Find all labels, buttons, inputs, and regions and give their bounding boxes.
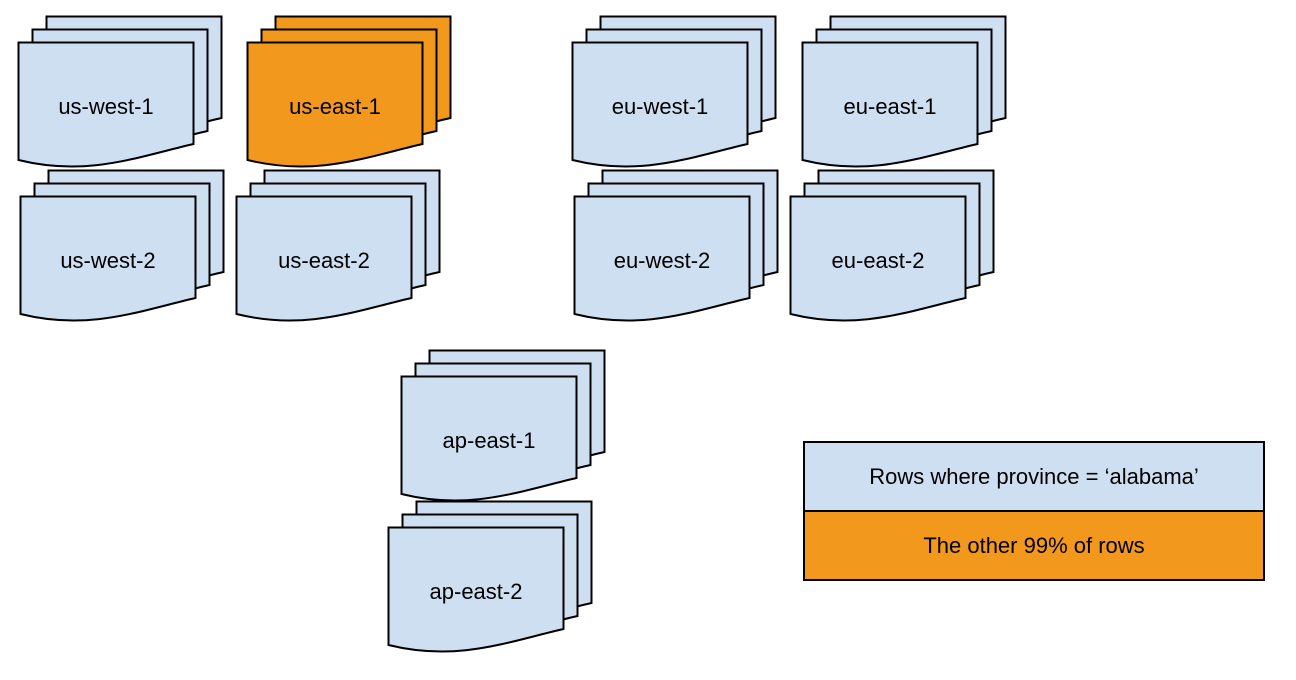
document-page-icon — [571, 41, 749, 168]
region-stack-us-east-2: us-east-2 — [235, 169, 441, 331]
region-label: us-west-1 — [58, 94, 154, 119]
region-stack-eu-west-2: eu-west-2 — [573, 169, 779, 331]
region-label: eu-west-2 — [613, 248, 711, 273]
document-page-icon — [801, 41, 979, 168]
document-page-icon — [19, 195, 197, 322]
region-stack-eu-west-1: eu-west-1 — [571, 15, 777, 177]
document-page-icon — [789, 195, 967, 322]
document-page-icon — [400, 375, 578, 502]
document-page-icon — [17, 41, 195, 168]
document-page-icon — [387, 526, 565, 653]
document-page-icon — [573, 195, 751, 322]
region-label: eu-east-2 — [831, 248, 925, 273]
region-label: eu-west-1 — [611, 94, 709, 119]
legend: Rows where province = ‘alabama’ The othe… — [803, 441, 1265, 581]
region-label: us-east-1 — [289, 94, 381, 119]
region-stack-ap-east-2: ap-east-2 — [387, 500, 593, 662]
region-stack-eu-east-2: eu-east-2 — [789, 169, 995, 331]
region-label: us-west-2 — [60, 248, 156, 273]
legend-item-label: Rows where province = ‘alabama’ — [869, 463, 1199, 489]
region-stack-us-west-1: us-west-1 — [17, 15, 223, 177]
legend-item-alabama-rows: Rows where province = ‘alabama’ — [803, 441, 1265, 512]
legend-item-label: The other 99% of rows — [923, 532, 1145, 558]
document-page-icon — [246, 41, 424, 168]
region-label: eu-east-1 — [843, 94, 937, 119]
region-stack-ap-east-1: ap-east-1 — [400, 349, 606, 511]
region-stack-eu-east-1: eu-east-1 — [801, 15, 1007, 177]
document-page-icon — [235, 195, 413, 322]
region-stack-us-west-2: us-west-2 — [19, 169, 225, 331]
region-label: us-east-2 — [278, 248, 370, 273]
region-stack-us-east-1: us-east-1 — [246, 15, 452, 177]
region-label: ap-east-2 — [429, 579, 523, 604]
region-label: ap-east-1 — [442, 428, 536, 453]
legend-item-other-rows: The other 99% of rows — [803, 510, 1265, 581]
